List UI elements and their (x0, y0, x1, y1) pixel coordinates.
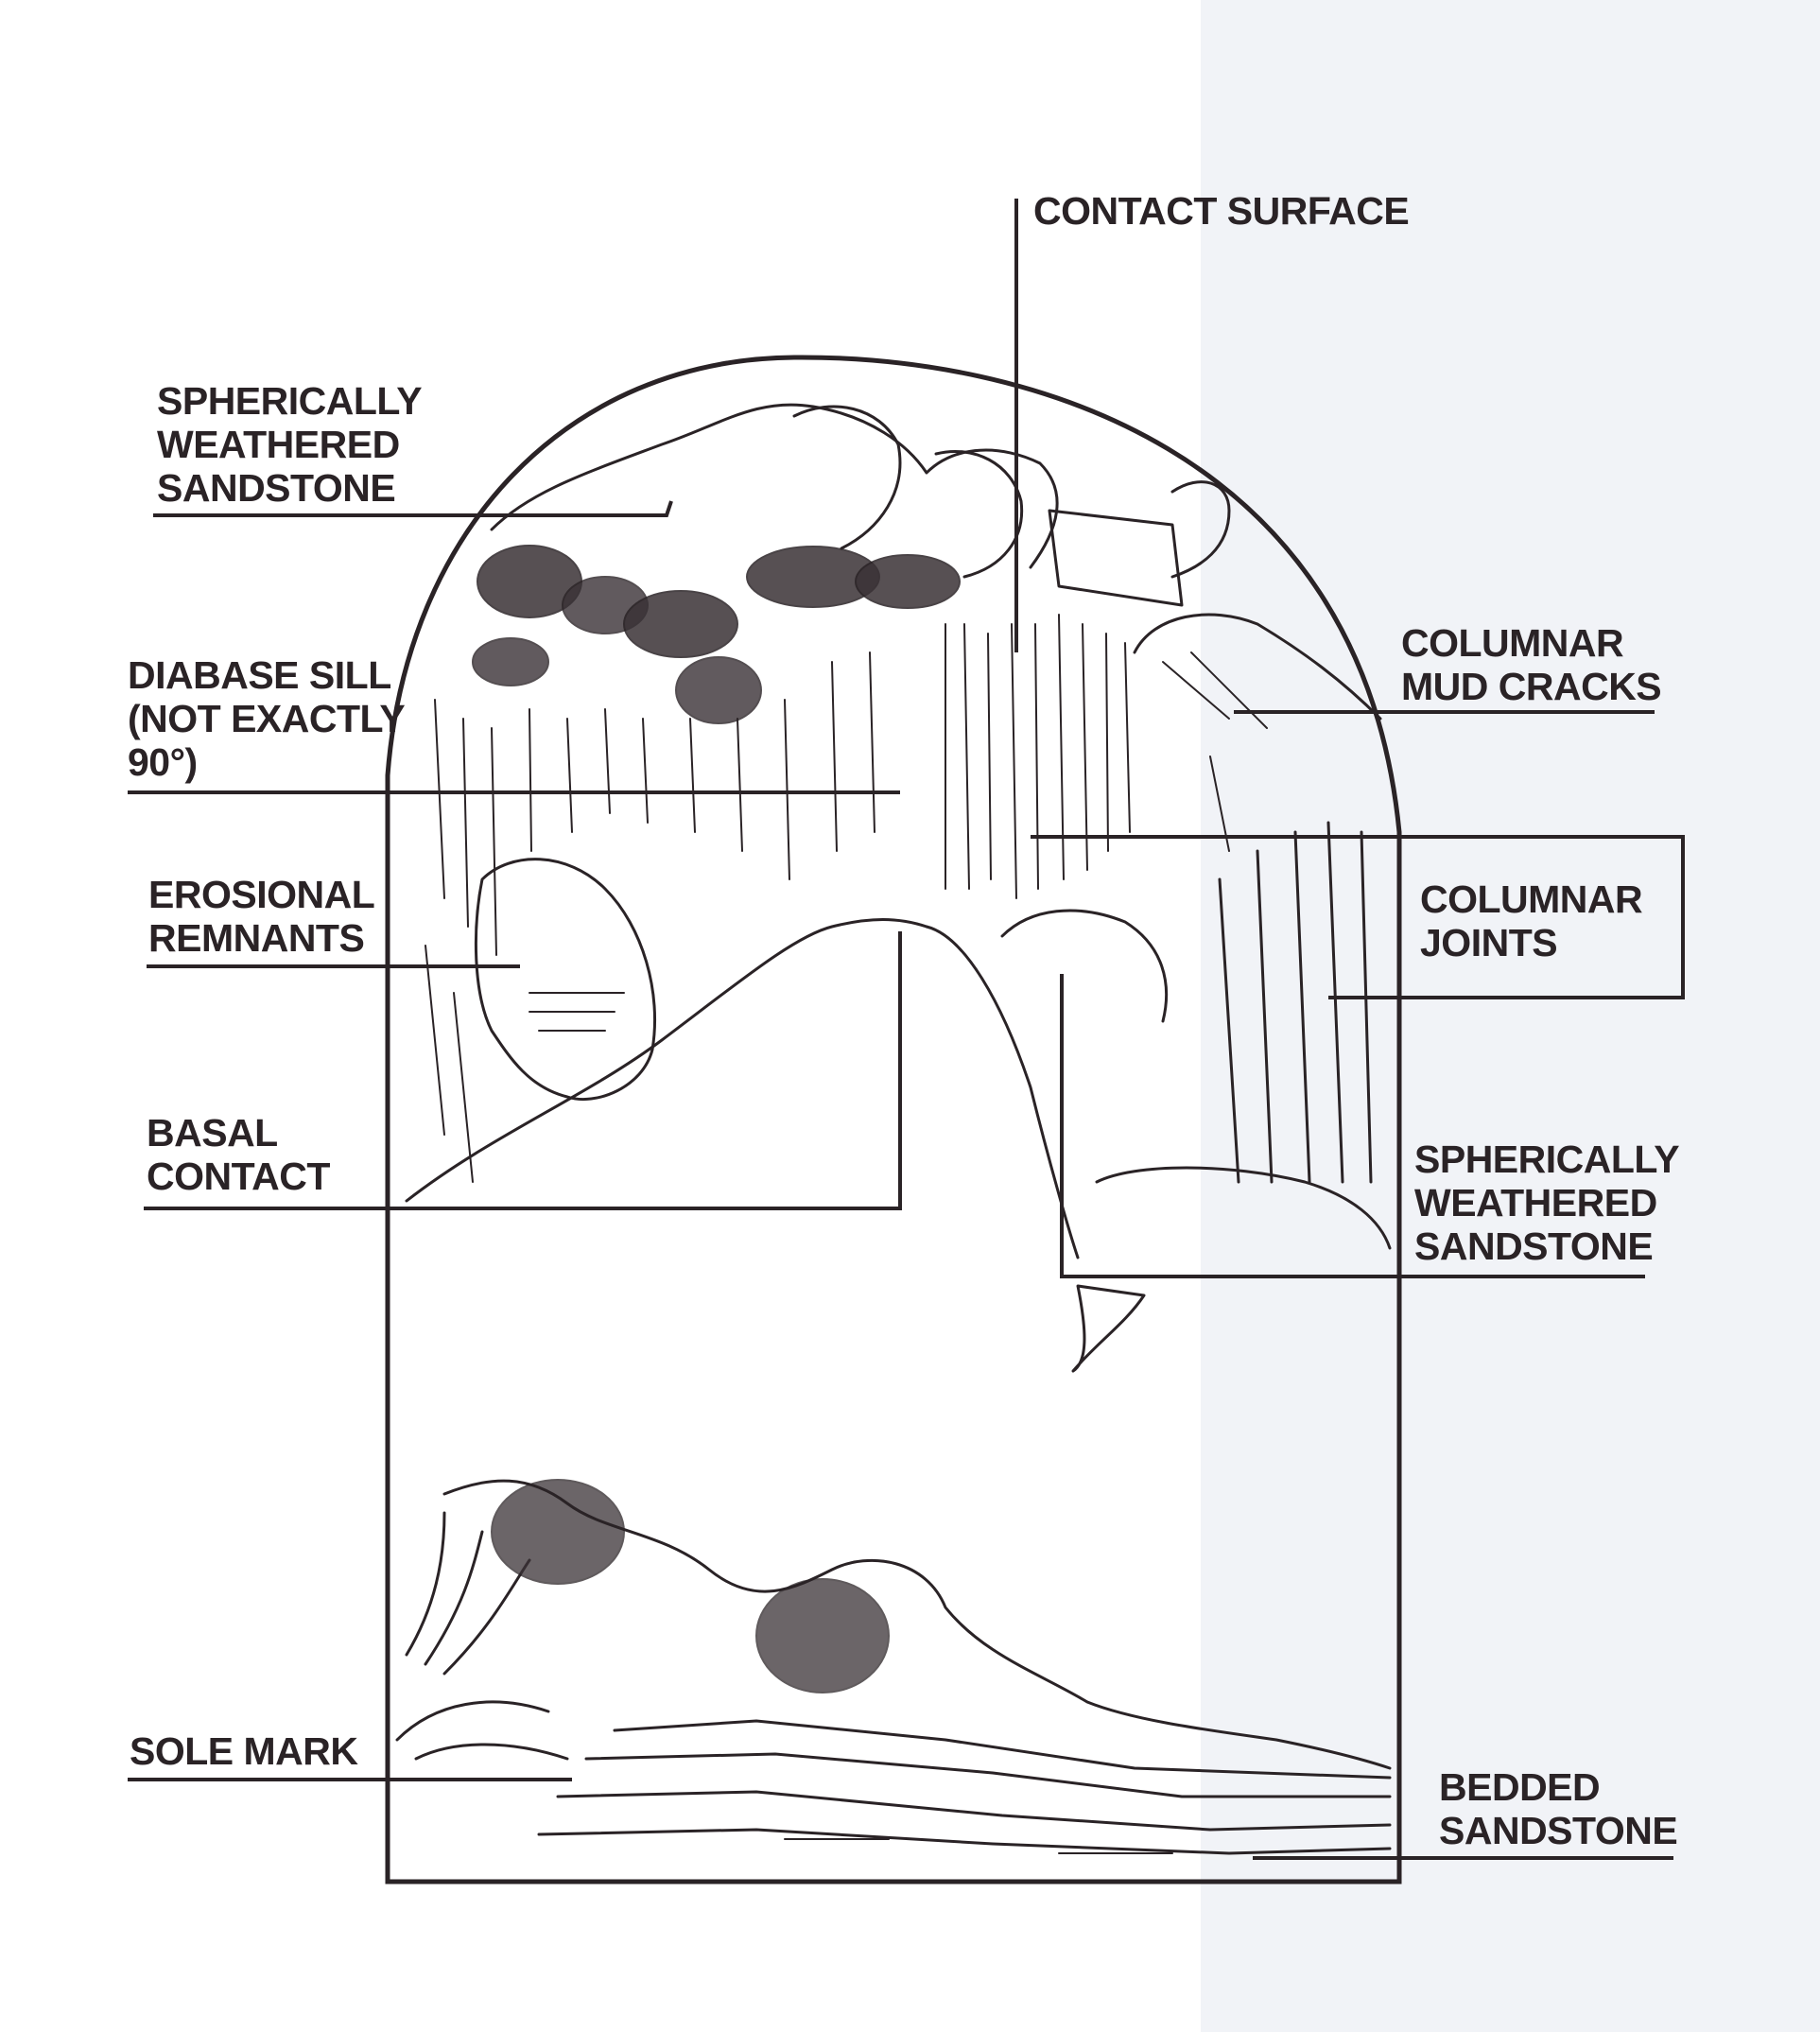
plants (395, 1511, 569, 1761)
label-sole-mark: SOLE MARK (130, 1729, 358, 1773)
label-diabase-sill-1: DIABASE SILL (128, 653, 391, 697)
label-erosional-remnants-2: REMNANTS (148, 916, 364, 960)
erosional-remnant-shape (474, 858, 656, 1102)
label-spherically-weathered-right-3: SANDSTONE (1414, 1224, 1653, 1268)
label-spherically-weathered-right-1: SPHERICALLY (1414, 1138, 1679, 1181)
label-columnar-joints-2: JOINTS (1420, 921, 1557, 964)
label-spherically-weathered-right-2: WEATHERED (1414, 1181, 1657, 1224)
label-bedded-sandstone-1: BEDDED (1439, 1765, 1600, 1809)
labels: CONTACT SURFACE SPHERICALLY WEATHERED SA… (128, 189, 1680, 1852)
label-bedded-sandstone-2: SANDSTONE (1439, 1809, 1677, 1852)
label-basal-contact-1: BASAL (147, 1111, 278, 1155)
leader-lines (128, 199, 1685, 1860)
columnar-strokes (945, 614, 1131, 899)
label-spherically-weathered-left-1: SPHERICALLY (157, 379, 422, 423)
label-spherically-weathered-left-3: SANDSTONE (157, 466, 395, 510)
label-diabase-sill-2: (NOT EXACTLY (128, 697, 405, 740)
left-cliff-hatching (425, 651, 875, 1183)
sill-opening (405, 918, 928, 1203)
label-contact-surface: CONTACT SURFACE (1033, 189, 1409, 233)
label-columnar-mud-cracks-1: COLUMNAR (1401, 621, 1623, 665)
label-columnar-mud-cracks-2: MUD CRACKS (1401, 665, 1661, 708)
label-columnar-joints-1: COLUMNAR (1420, 877, 1642, 921)
bedded-layers (537, 1719, 1392, 1855)
label-spherically-weathered-left-2: WEATHERED (157, 423, 400, 466)
rubble-texture (472, 545, 961, 724)
right-columns (1218, 821, 1373, 1184)
label-erosional-remnants-1: EROSIONAL (148, 873, 374, 916)
rock-illustration (385, 355, 1402, 1884)
label-basal-contact-2: CONTACT (147, 1155, 330, 1198)
paper-shade (1201, 0, 1820, 2032)
arch-frame (385, 355, 1402, 1884)
label-diabase-sill-3: 90°) (128, 740, 198, 784)
